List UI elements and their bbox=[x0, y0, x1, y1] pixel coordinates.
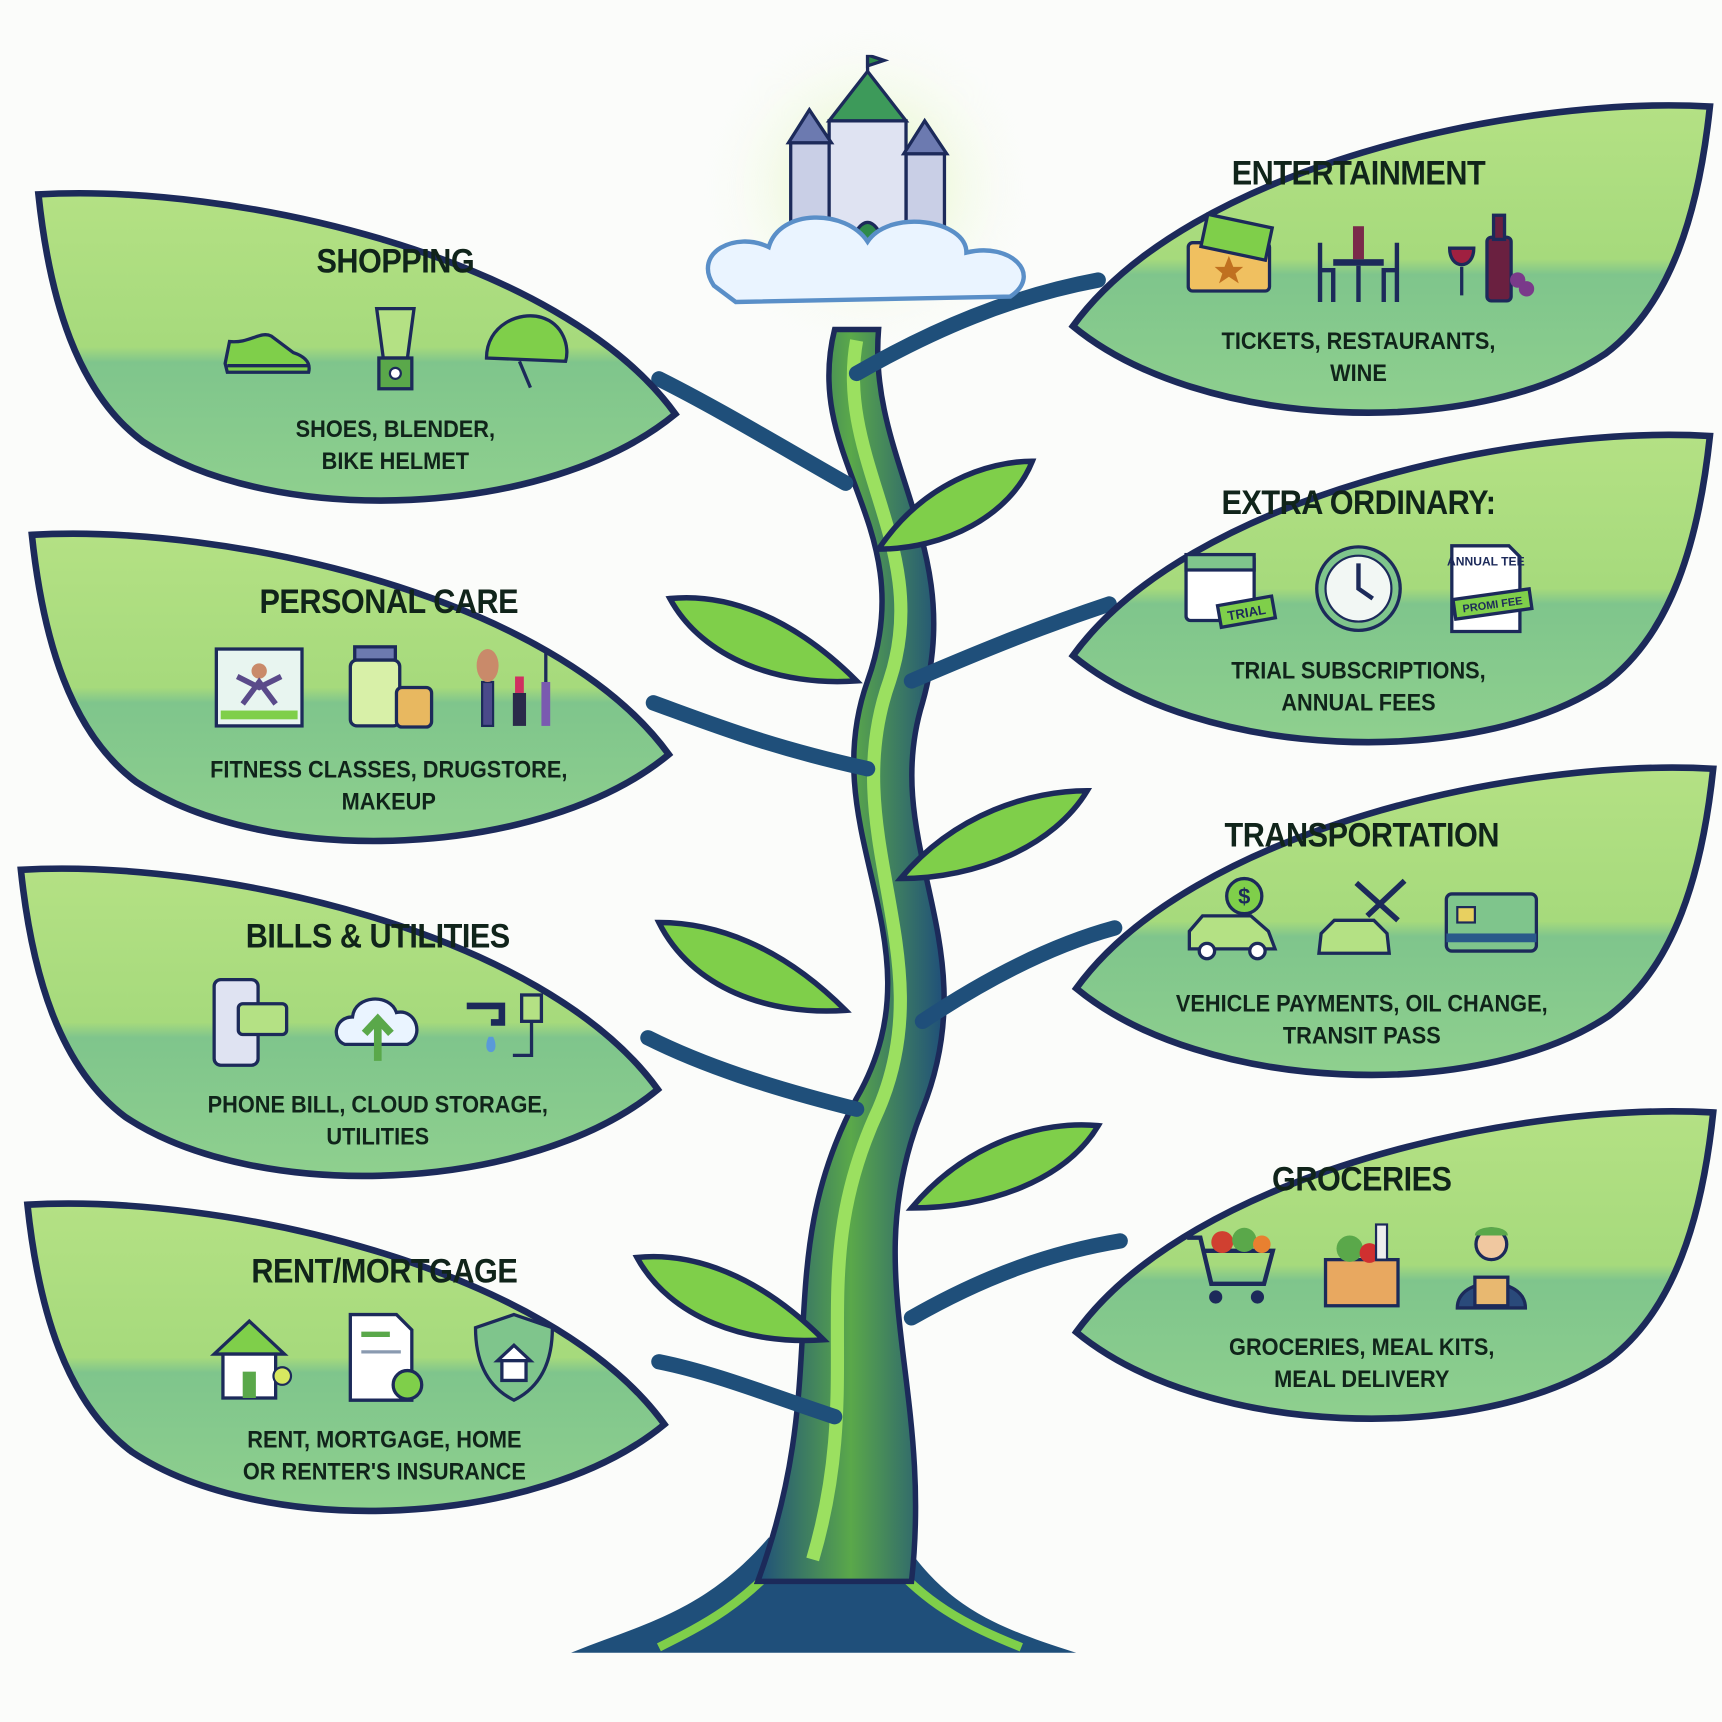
icon-row bbox=[169, 637, 608, 738]
leaf-entertainment: ENTERTAINMENT TICKETS, RESTAURANTS, WINE bbox=[1067, 101, 1715, 430]
caption-line: TICKETS, RESTAURANTS, bbox=[1221, 327, 1496, 355]
caption-line: MEAL DELIVERY bbox=[1274, 1365, 1450, 1393]
icon-row bbox=[165, 1307, 604, 1408]
category-examples: TICKETS, RESTAURANTS, WINE bbox=[1161, 325, 1556, 389]
cloud-upload-icon bbox=[334, 997, 419, 1061]
wine-icon bbox=[1447, 213, 1535, 303]
leaf-shape bbox=[23, 1200, 669, 1515]
leaf-content: ENTERTAINMENT TICKETS, RESTAURANTS, WINE bbox=[1139, 154, 1578, 389]
category-title: ENTERTAINMENT bbox=[1231, 153, 1486, 193]
blender-icon bbox=[374, 306, 416, 391]
transit-card-icon bbox=[1444, 892, 1539, 953]
caption-line: PHONE BILL, CLOUD STORAGE, bbox=[207, 1090, 548, 1118]
leaf-content: RENT/MORTGAGE RENT, MORTGAGE, HOME OR REN… bbox=[165, 1252, 604, 1487]
category-examples: TRIAL SUBSCRIPTIONS, ANNUAL FEES bbox=[1161, 655, 1556, 719]
icon-row bbox=[1142, 1215, 1581, 1316]
caption-line: SHOES, BLENDER, bbox=[295, 415, 496, 443]
leaf-shape bbox=[1068, 102, 1714, 416]
caption-line: ANNUAL FEES bbox=[1281, 688, 1436, 717]
shoe-icon bbox=[223, 333, 311, 374]
caption-line: OR RENTER'S INSURANCE bbox=[242, 1457, 526, 1485]
vitamins-icon bbox=[348, 645, 434, 729]
leaf-content: GROCERIES GROCERIES, MEAL KITS, MEAL DELI… bbox=[1142, 1160, 1581, 1395]
faucet-plug-icon bbox=[466, 993, 544, 1058]
delivery-person-icon bbox=[1455, 1227, 1528, 1310]
category-examples: PHONE BILL, CLOUD STORAGE, UTILITIES bbox=[180, 1088, 575, 1152]
svg-text:$: $ bbox=[1238, 884, 1250, 909]
caption-line: GROCERIES, MEAL KITS, bbox=[1229, 1333, 1495, 1361]
shopping-cart-icon bbox=[1187, 1227, 1276, 1304]
category-examples: GROCERIES, MEAL KITS, MEAL DELIVERY bbox=[1164, 1331, 1559, 1395]
icon-row bbox=[1139, 209, 1578, 310]
caption-line: FITNESS CLASSES, DRUGSTORE, bbox=[210, 755, 568, 784]
svg-text:ANNUAL TEE: ANNUAL TEE bbox=[1447, 555, 1525, 569]
ticket-icon bbox=[1186, 212, 1275, 293]
leaf-shape bbox=[1071, 764, 1717, 1079]
clock-icon bbox=[1315, 545, 1402, 633]
meal-kit-box-icon bbox=[1323, 1223, 1400, 1308]
svg-text:TRIAL: TRIAL bbox=[1226, 602, 1267, 623]
category-examples: FITNESS CLASSES, DRUGSTORE, MAKEUP bbox=[191, 753, 586, 817]
icon-row bbox=[158, 972, 597, 1073]
leaf-content: PERSONAL CARE FITNESS CLASSES, DRUGSTORE… bbox=[169, 582, 608, 817]
caption-line: RENT, MORTGAGE, HOME bbox=[247, 1425, 522, 1453]
caption-line: MAKEUP bbox=[341, 787, 436, 815]
leaf-bills-utilities: BILLS & UTILITIES PHONE BILL, CLOUD STOR… bbox=[15, 864, 663, 1193]
phone-icon bbox=[212, 977, 289, 1067]
car-dollar-icon: $ bbox=[1187, 876, 1278, 961]
icon-row: $ bbox=[1142, 871, 1581, 972]
leaf-transportation: TRANSPORTATION $ VEHICLE PAYMENTS, OIL C… bbox=[1071, 763, 1719, 1092]
leaf-shopping: SHOPPING SHOES, BLENDER, BIKE HELMET bbox=[33, 189, 681, 518]
leaf-content: TRANSPORTATION $ VEHICLE PAYMENTS, OIL C… bbox=[1142, 816, 1581, 1051]
document-check-icon bbox=[348, 1312, 424, 1402]
restaurant-table-icon bbox=[1317, 226, 1400, 303]
calendar-trial-icon: TRIAL bbox=[1184, 552, 1278, 630]
leaf-personal-care: PERSONAL CARE FITNESS CLASSES, DRUGSTORE… bbox=[26, 529, 674, 858]
category-examples: SHOES, BLENDER, BIKE HELMET bbox=[198, 413, 593, 477]
bike-helmet-icon bbox=[484, 314, 569, 389]
house-key-icon bbox=[209, 1318, 293, 1400]
caption-line: WINE bbox=[1330, 359, 1387, 387]
category-title: BILLS & UTILITIES bbox=[245, 916, 510, 956]
leaf-rent-mortgage: RENT/MORTGAGE RENT, MORTGAGE, HOME OR REN… bbox=[22, 1199, 670, 1528]
shield-house-icon bbox=[473, 1312, 555, 1403]
leaf-groceries: GROCERIES GROCERIES, MEAL KITS, MEAL DELI… bbox=[1071, 1107, 1719, 1436]
caption-line: TRIAL SUBSCRIPTIONS, bbox=[1231, 656, 1486, 685]
car-wrench-icon bbox=[1317, 878, 1407, 955]
makeup-icon bbox=[476, 649, 551, 728]
category-examples: RENT, MORTGAGE, HOME OR RENTER'S INSURANC… bbox=[187, 1423, 582, 1487]
caption-line: UTILITIES bbox=[326, 1122, 430, 1150]
category-title: PERSONAL CARE bbox=[259, 582, 519, 621]
leaf-content: BILLS & UTILITIES PHONE BILL, CLOUD STOR… bbox=[158, 917, 597, 1152]
category-title: EXTRA ORDINARY: bbox=[1221, 483, 1496, 522]
leaf-shape bbox=[34, 190, 680, 504]
category-title: TRANSPORTATION bbox=[1224, 815, 1500, 855]
leaf-content: SHOPPING SHOES, BLENDER, BIKE HELMET bbox=[176, 242, 615, 477]
category-title: SHOPPING bbox=[316, 241, 475, 281]
caption-line: BIKE HELMET bbox=[321, 446, 470, 475]
category-title: GROCERIES bbox=[1272, 1159, 1452, 1199]
castle-on-cloud-icon bbox=[705, 54, 1026, 305]
icon-row bbox=[176, 297, 615, 398]
caption-line: TRANSIT PASS bbox=[1282, 1021, 1441, 1049]
category-examples: VEHICLE PAYMENTS, OIL CHANGE, TRANSIT PAS… bbox=[1164, 987, 1559, 1051]
caption-line: VEHICLE PAYMENTS, OIL CHANGE, bbox=[1175, 989, 1548, 1017]
yoga-icon bbox=[214, 647, 304, 728]
category-title: RENT/MORTGAGE bbox=[251, 1251, 518, 1291]
